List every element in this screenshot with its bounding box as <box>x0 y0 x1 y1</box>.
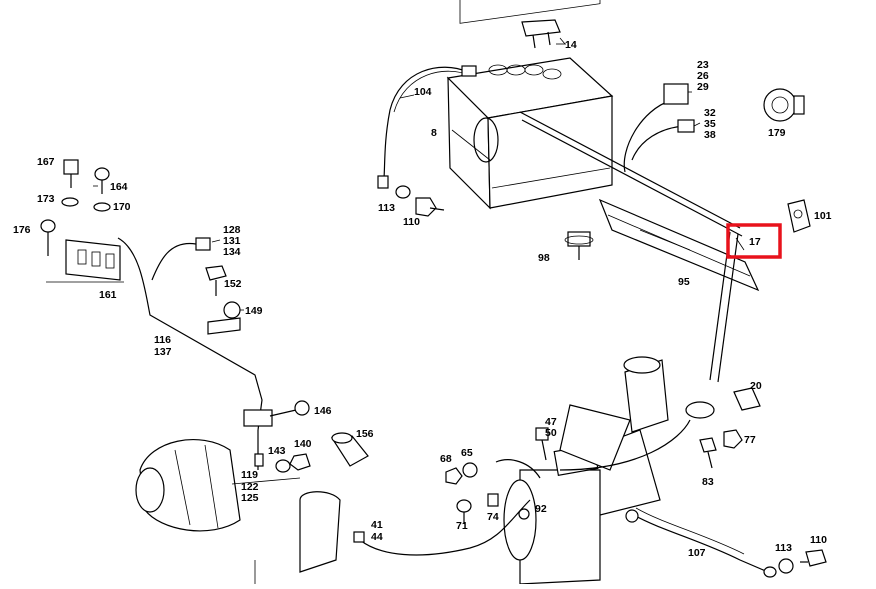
clip-74 <box>487 493 499 507</box>
screw-152 <box>205 265 227 296</box>
label-20: 20 <box>750 380 762 392</box>
label-23: 23 <box>697 59 709 71</box>
clip-101 <box>787 199 811 233</box>
label-101: 101 <box>814 210 832 222</box>
label-110-lower: 110 <box>810 534 827 546</box>
hold-bar-95 <box>519 111 760 383</box>
nut-77 <box>723 429 743 449</box>
label-113-lower: 113 <box>775 542 792 554</box>
screw-71 <box>456 499 472 524</box>
label-164: 164 <box>110 181 128 193</box>
label-134: 134 <box>223 246 241 258</box>
label-143: 143 <box>268 445 286 457</box>
label-95: 95 <box>678 276 690 288</box>
nut-140 <box>289 453 311 471</box>
label-38: 38 <box>704 129 716 141</box>
bracket-149 <box>207 301 241 335</box>
connector-156 <box>330 432 369 467</box>
highlight-box <box>726 223 782 259</box>
leader-lines <box>93 37 745 311</box>
label-122: 122 <box>241 481 259 493</box>
label-173: 173 <box>37 193 55 205</box>
label-68: 68 <box>440 453 452 465</box>
label-131: 131 <box>223 235 241 247</box>
label-125: 125 <box>241 492 259 504</box>
label-26: 26 <box>697 70 709 82</box>
sensor-cable <box>623 83 695 173</box>
screw-110-upper <box>395 185 445 217</box>
wire-harness-116 <box>117 237 273 470</box>
label-83: 83 <box>702 476 714 488</box>
label-35: 35 <box>704 118 716 130</box>
label-128: 128 <box>223 224 241 236</box>
label-8: 8 <box>431 127 437 139</box>
starter-cable <box>353 459 541 556</box>
label-71: 71 <box>456 520 468 532</box>
hardware-group-left <box>40 159 111 256</box>
label-167: 167 <box>37 156 55 168</box>
label-17: 17 <box>749 236 761 248</box>
fastener-98 <box>564 231 594 260</box>
ground-cable-107 <box>625 507 777 578</box>
screw-110-lower <box>778 549 827 574</box>
label-77: 77 <box>744 434 756 446</box>
solenoid <box>559 356 669 471</box>
label-152: 152 <box>224 278 242 290</box>
label-110-upper: 110 <box>403 216 420 228</box>
label-156: 156 <box>356 428 374 440</box>
terminal-block-161 <box>46 239 124 283</box>
label-161: 161 <box>99 289 117 301</box>
label-50: 50 <box>545 427 557 439</box>
label-32: 32 <box>704 107 716 119</box>
label-176: 176 <box>13 224 31 236</box>
hold-down-bracket <box>521 19 566 49</box>
label-44: 44 <box>371 531 383 543</box>
label-14: 14 <box>565 39 577 51</box>
alternator <box>135 439 241 532</box>
label-74: 74 <box>487 511 499 523</box>
bolt-83 <box>699 437 717 469</box>
label-41: 41 <box>371 519 383 531</box>
label-119: 119 <box>241 469 258 481</box>
label-113-upper: 113 <box>378 202 395 214</box>
label-29: 29 <box>697 81 709 93</box>
label-92: 92 <box>535 503 547 515</box>
washer-65 <box>462 462 478 478</box>
label-149: 149 <box>245 305 263 317</box>
battery <box>446 0 614 210</box>
label-65: 65 <box>461 447 473 459</box>
label-47: 47 <box>545 416 557 428</box>
part-labels: 14 23 26 29 104 8 32 35 38 179 167 164 1… <box>13 39 832 559</box>
label-137: 137 <box>154 346 172 358</box>
label-146: 146 <box>314 405 332 417</box>
label-116: 116 <box>154 334 171 346</box>
engine-outline <box>231 477 341 584</box>
label-140: 140 <box>294 438 312 450</box>
label-107: 107 <box>688 547 706 559</box>
label-179: 179 <box>768 127 786 139</box>
label-98: 98 <box>538 252 550 264</box>
grommet-179 <box>763 88 805 122</box>
label-104: 104 <box>414 86 432 98</box>
nut-143 <box>275 459 291 473</box>
nut-68 <box>445 467 463 485</box>
connector-47 <box>535 427 549 461</box>
label-170: 170 <box>113 201 131 213</box>
battery-cable-104 <box>377 65 477 189</box>
cable-clamp <box>559 387 761 471</box>
screw-146 <box>269 400 310 417</box>
